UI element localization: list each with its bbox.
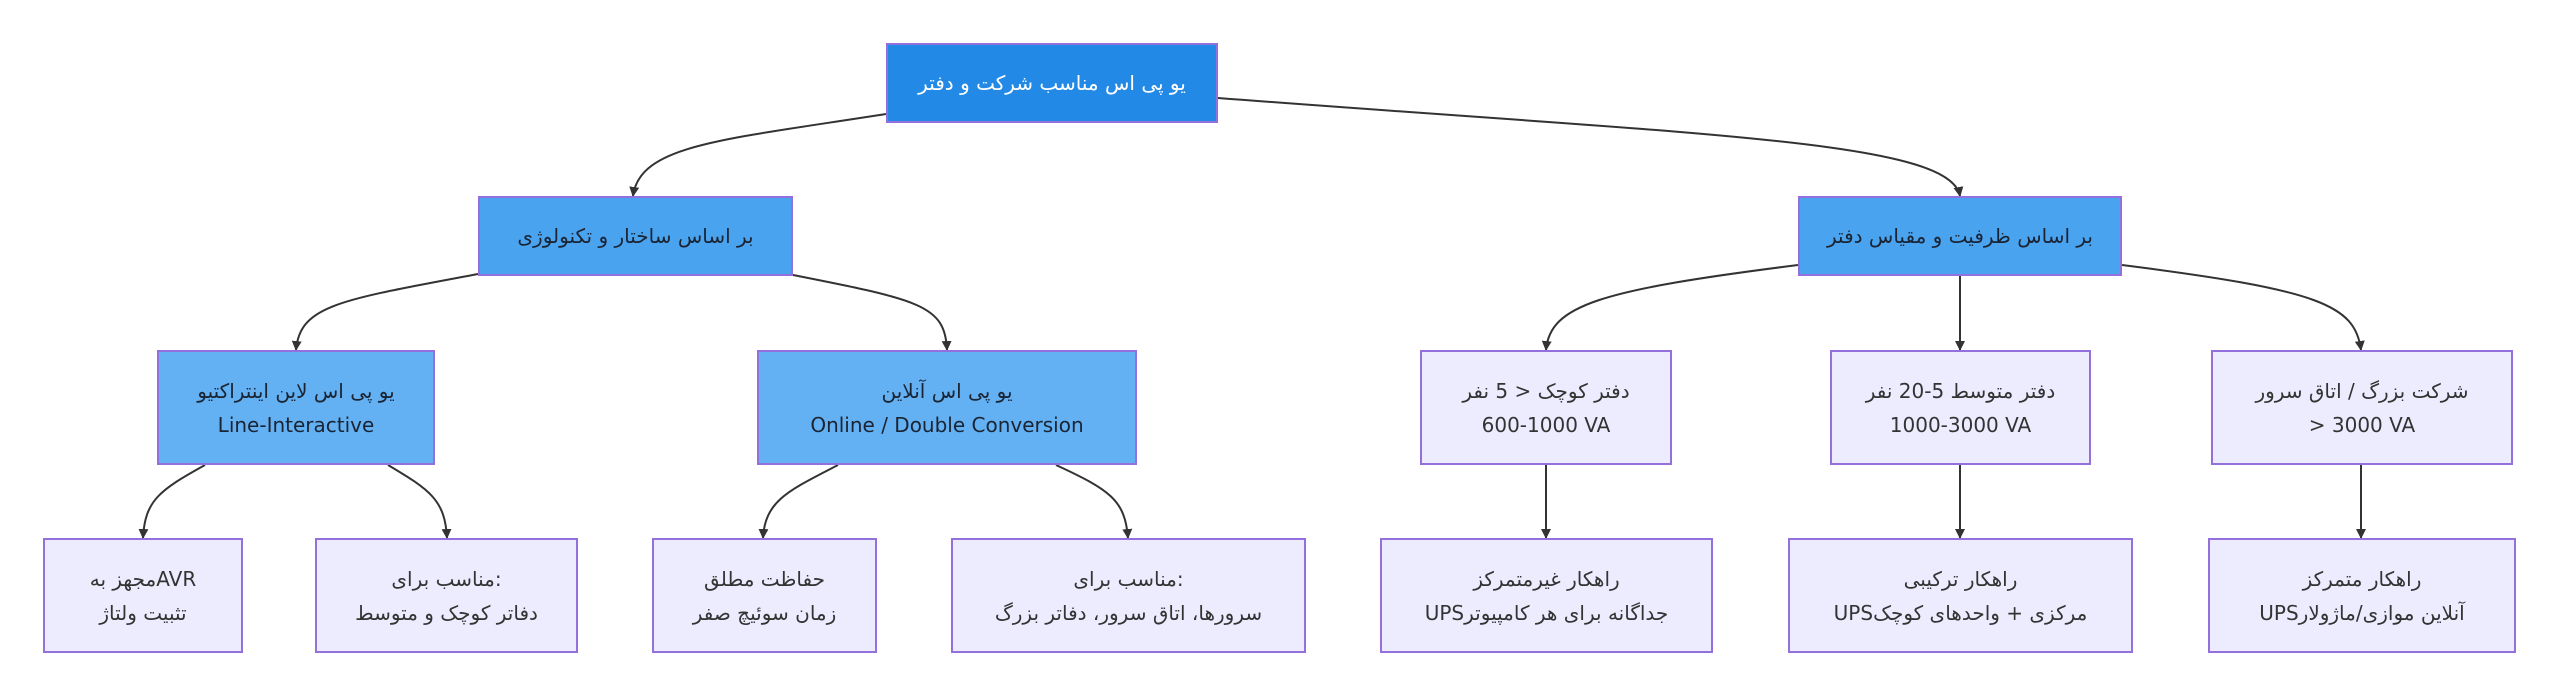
node-online-ups: یو پی اس آنلاین Online / Double Conversi… bbox=[757, 350, 1137, 465]
node-avr-detail: تثبیت ولتاژ bbox=[99, 600, 187, 625]
node-hybrid-detail: UPSمرکزی + واحدهای کوچک bbox=[1833, 600, 2088, 625]
edge-line-interactive-to-avr bbox=[138, 464, 206, 539]
node-online-title: یو پی اس آنلاین bbox=[881, 378, 1013, 403]
node-small-office: دفتر کوچک < 5 نفر 600-1000 VA bbox=[1420, 350, 1672, 465]
node-centralized-solution: راهکار متمرکز UPSآنلاین موازی/ماژولار bbox=[2208, 538, 2516, 653]
node-line-interactive-suitable: مناسب برای: دفاتر کوچک و متوسط bbox=[315, 538, 578, 653]
node-absolute-protection-detail: زمان سوئیچ صفر bbox=[692, 600, 837, 625]
node-root-label: یو پی اس مناسب شرکت و دفتر bbox=[918, 71, 1186, 95]
edge-root-to-structure bbox=[629, 113, 887, 197]
edge-structure-to-line-interactive bbox=[291, 273, 479, 351]
node-online-suitable: مناسب برای: سرورها، اتاق سرور، دفاتر بزر… bbox=[951, 538, 1306, 653]
node-by-capacity-label: بر اساس ظرفیت و مقیاس دفتر bbox=[1827, 224, 2093, 248]
node-medium-office: دفتر متوسط 5-20 نفر 1000-3000 VA bbox=[1830, 350, 2091, 465]
node-by-structure-label: بر اساس ساختار و تکنولوژی bbox=[517, 224, 754, 248]
node-line-interactive-ups: یو پی اس لاین اینتراکتیو Line-Interactiv… bbox=[157, 350, 435, 465]
edge-capacity-to-large-office bbox=[2121, 264, 2365, 351]
node-decentralized-solution: راهکار غیرمتمرکز UPSجداگانه برای هر کامپ… bbox=[1380, 538, 1713, 653]
node-avr-title: مجهز بهAVR bbox=[89, 566, 197, 591]
node-line-interactive-subtitle: Line-Interactive bbox=[217, 412, 375, 437]
node-centralized-detail: UPSآنلاین موازی/ماژولار bbox=[2259, 600, 2465, 625]
node-medium-office-capacity: 1000-3000 VA bbox=[1889, 412, 2032, 437]
node-hybrid-solution: راهکار ترکیبی UPSمرکزی + واحدهای کوچک bbox=[1788, 538, 2133, 653]
edge-root-to-capacity bbox=[1217, 97, 1964, 197]
node-line-interactive-suitable-detail: دفاتر کوچک و متوسط bbox=[355, 600, 538, 625]
node-large-office-capacity: > 3000 VA bbox=[2308, 412, 2416, 437]
edge-line-interactive-to-suitable bbox=[387, 464, 452, 539]
node-absolute-protection: حفاظت مطلق زمان سوئیچ صفر bbox=[652, 538, 877, 653]
edge-online-to-suitable bbox=[1055, 464, 1133, 539]
node-by-capacity: بر اساس ظرفیت و مقیاس دفتر bbox=[1798, 196, 2122, 276]
node-hybrid-title: راهکار ترکیبی bbox=[1903, 566, 2018, 591]
node-small-office-capacity: 600-1000 VA bbox=[1481, 412, 1611, 437]
node-by-structure: بر اساس ساختار و تکنولوژی bbox=[478, 196, 793, 276]
edge-online-to-protection bbox=[758, 464, 839, 539]
node-avr: مجهز بهAVR تثبیت ولتاژ bbox=[43, 538, 243, 653]
node-decentralized-detail: UPSجداگانه برای هر کامپیوتر bbox=[1424, 600, 1669, 625]
node-large-office-title: شرکت بزرگ / اتاق سرور bbox=[2255, 378, 2469, 403]
node-online-suitable-detail: سرورها، اتاق سرور، دفاتر بزرگ bbox=[994, 600, 1263, 625]
node-line-interactive-title: یو پی اس لاین اینتراکتیو bbox=[197, 378, 395, 403]
node-online-subtitle: Online / Double Conversion bbox=[810, 412, 1084, 437]
node-medium-office-title: دفتر متوسط 5-20 نفر bbox=[1865, 378, 2056, 403]
edge-structure-to-online bbox=[787, 273, 952, 351]
node-small-office-title: دفتر کوچک < 5 نفر bbox=[1462, 378, 1630, 403]
node-online-suitable-title: مناسب برای: bbox=[1073, 566, 1184, 591]
node-root: یو پی اس مناسب شرکت و دفتر bbox=[886, 43, 1218, 123]
edge-capacity-to-small-office bbox=[1541, 264, 1799, 351]
node-large-office: شرکت بزرگ / اتاق سرور > 3000 VA bbox=[2211, 350, 2513, 465]
node-absolute-protection-title: حفاظت مطلق bbox=[704, 566, 825, 591]
node-decentralized-title: راهکار غیرمتمرکز bbox=[1473, 566, 1620, 591]
node-centralized-title: راهکار متمرکز bbox=[2302, 566, 2422, 591]
node-line-interactive-suitable-title: مناسب برای: bbox=[391, 566, 502, 591]
